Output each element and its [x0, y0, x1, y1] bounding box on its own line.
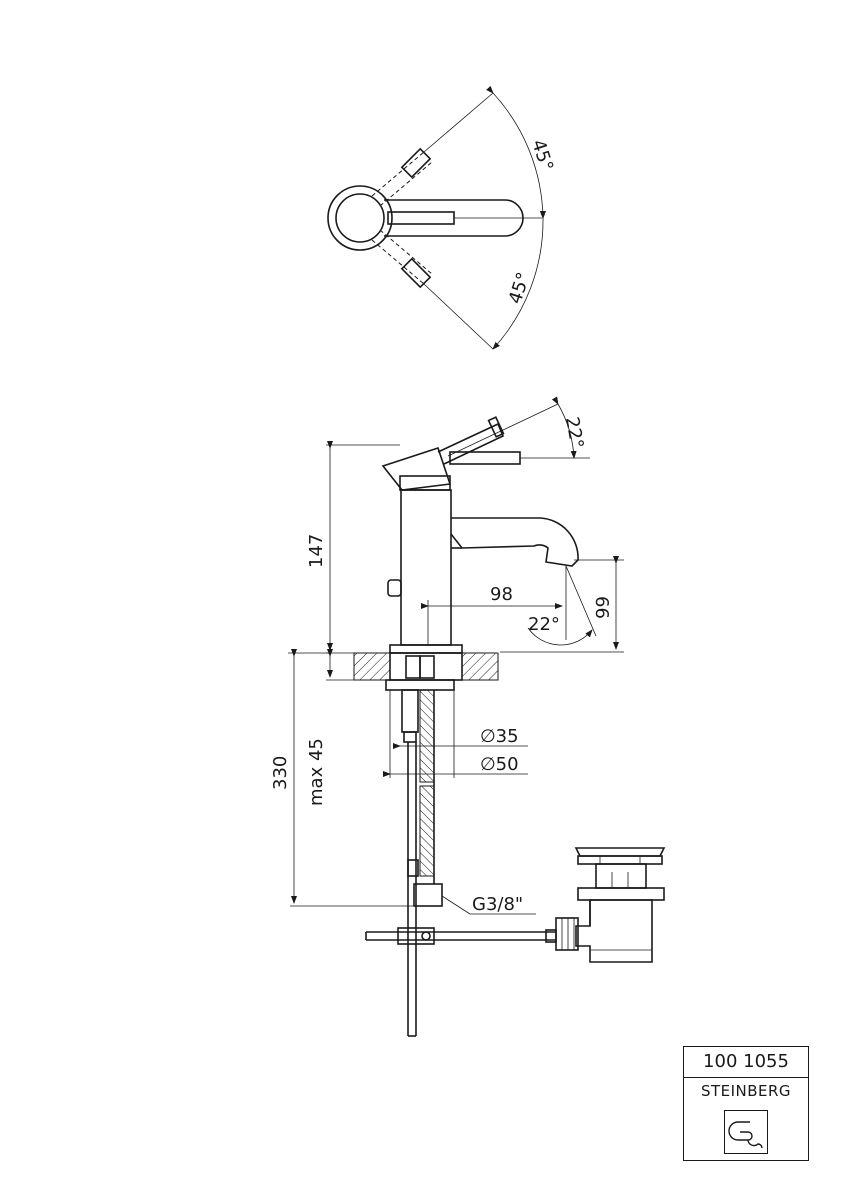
brand-logo-icon [728, 1121, 763, 1149]
waste-stem [595, 863, 647, 889]
top-body-inner [335, 193, 385, 243]
base-flange [389, 644, 463, 654]
lever-horizontal [449, 451, 521, 465]
dim-below-counter: 330 [270, 756, 291, 790]
dim-reach: 98 [490, 584, 513, 605]
spout [450, 517, 579, 567]
dim-flange-diameter: ∅50 [480, 754, 519, 775]
mount-shank [389, 652, 463, 681]
dim-height: 147 [306, 534, 327, 568]
lever-tilted [437, 422, 505, 465]
top-lever-rotated-up [371, 147, 433, 207]
popup-waste [545, 847, 666, 963]
brand-name: STEINBERG [700, 1082, 792, 1100]
top-view: 45° 45° [327, 85, 557, 350]
threaded-rod [401, 689, 419, 733]
top-lever-slot [387, 211, 455, 225]
brand-logo [724, 1110, 768, 1154]
braided-hose-upper [419, 689, 435, 783]
waste-cap [574, 847, 666, 857]
countertop-right [461, 652, 499, 681]
braided-hose-lower [419, 785, 435, 877]
popup-knob [387, 579, 402, 597]
dim-rotation-top: 45° [527, 137, 557, 174]
dim-counter-max: max 45 [306, 738, 327, 806]
lever-tip-tilted [487, 416, 505, 438]
lever-tilt-arc [551, 396, 577, 459]
lever-cap [381, 446, 452, 491]
waste-linkage-nut [555, 917, 579, 951]
dim-spout-angle: 22° [528, 614, 560, 635]
waste-flange-nut [577, 887, 665, 901]
top-lever-rotated-down [371, 229, 433, 289]
dim-spout-height: 66 [591, 596, 612, 619]
linkage-clamp [397, 927, 435, 945]
article-number: 100 1055 [684, 1047, 808, 1078]
top-body-outer [327, 185, 393, 251]
title-block: 100 1055 STEINBERG [683, 1046, 809, 1161]
countertop-left [353, 652, 391, 681]
dim-lever-tilt: 22° [561, 415, 587, 450]
dim-connection-thread: G3/8" [472, 894, 523, 915]
connector-nut [413, 883, 443, 907]
side-view: 22° 147 98 22° 66 [270, 396, 624, 1037]
dim-hole-diameter: ∅35 [480, 726, 519, 747]
mount-nut [385, 679, 455, 691]
tap-body [400, 489, 452, 646]
rotation-arc-bottom [492, 210, 546, 350]
dim-rotation-bottom: 45° [505, 270, 535, 307]
rotation-arc-top [486, 85, 546, 219]
waste-body [575, 899, 653, 963]
